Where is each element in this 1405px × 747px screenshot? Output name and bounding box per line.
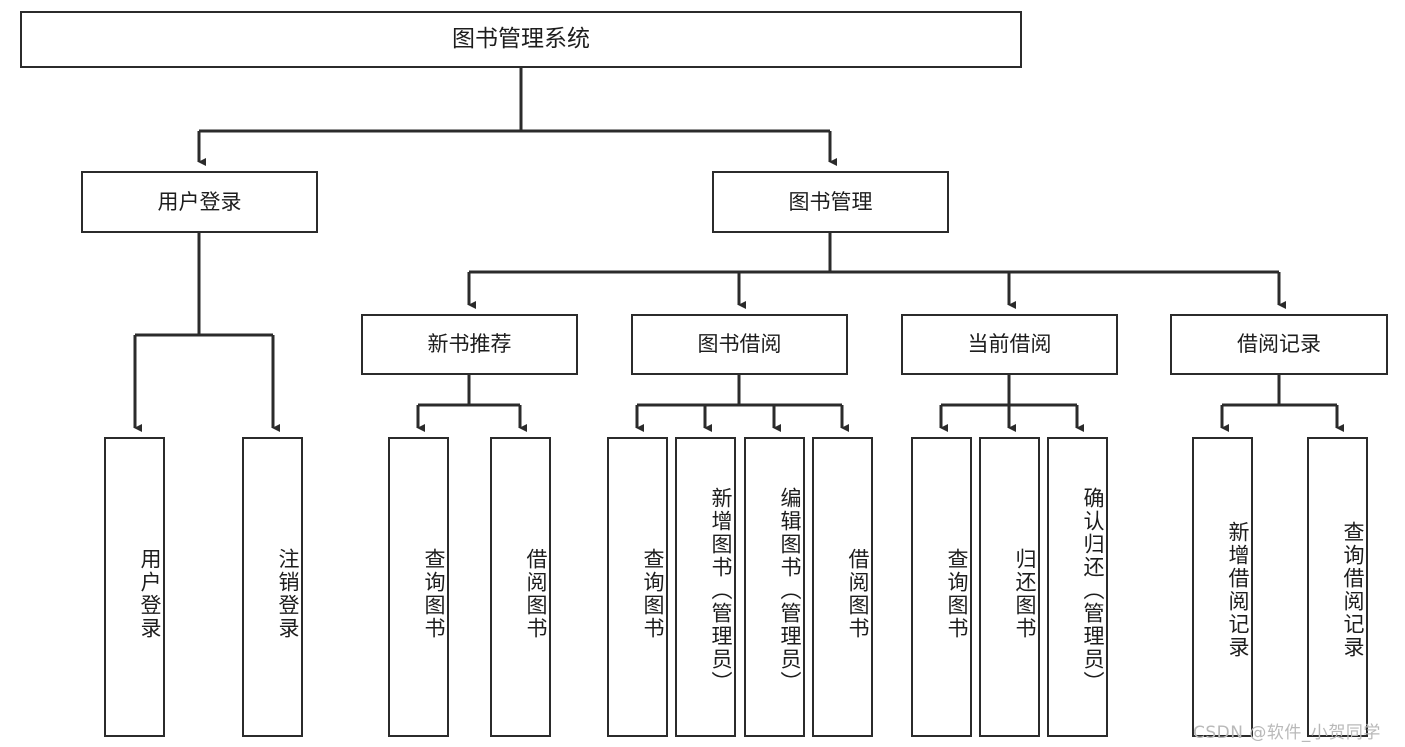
node-root-system[interactable]: 图书管理系统 [20,11,1022,68]
leaf-query-borrow-record[interactable]: 查询借阅记录 [1307,437,1368,737]
node-label: 图书管理系统 [452,25,590,52]
leaf-add-borrow-record[interactable]: 新增借阅记录 [1192,437,1253,737]
leaf-edit-book-admin[interactable]: 编辑图书（管理员） [744,437,805,737]
node-label: 用户登录 [157,189,242,214]
node-book-management[interactable]: 图书管理 [712,171,949,233]
node-borrow-records[interactable]: 借阅记录 [1170,314,1388,375]
leaf-borrow-books-recommend[interactable]: 借阅图书 [490,437,551,737]
leaf-confirm-return-admin[interactable]: 确认归还（管理员） [1047,437,1108,737]
node-new-book-recommend[interactable]: 新书推荐 [361,314,578,375]
node-label: 用户登录 [138,548,162,640]
node-user-login[interactable]: 用户登录 [81,171,318,233]
leaf-query-books-borrow[interactable]: 查询图书 [607,437,668,737]
node-label: 借阅图书 [524,548,548,640]
leaf-borrow-books[interactable]: 借阅图书 [812,437,873,737]
leaf-add-book-admin[interactable]: 新增图书（管理员） [675,437,736,737]
node-current-borrow[interactable]: 当前借阅 [901,314,1118,375]
node-label: 注销登录 [276,548,300,640]
node-label: 编辑图书（管理员） [778,486,802,694]
leaf-user-login[interactable]: 用户登录 [104,437,165,737]
node-label: 归还图书 [1013,548,1037,640]
node-label: 借阅记录 [1237,332,1321,357]
node-label: 查询借阅记录 [1341,521,1365,659]
node-label: 查询图书 [641,548,665,640]
node-label: 当前借阅 [967,332,1052,357]
node-label: 查询图书 [945,548,969,640]
leaf-query-books-current[interactable]: 查询图书 [911,437,972,737]
node-label: 新增图书（管理员） [709,486,733,694]
leaf-query-books-recommend[interactable]: 查询图书 [388,437,449,737]
leaf-logout[interactable]: 注销登录 [242,437,303,737]
csdn-watermark: CSDN @软件_小贺同学 [1193,723,1381,743]
node-label: 查询图书 [422,548,446,640]
node-label: 确认归还（管理员） [1081,486,1105,694]
node-label: 新书推荐 [427,332,512,357]
node-book-borrow[interactable]: 图书借阅 [631,314,848,375]
leaf-return-books[interactable]: 归还图书 [979,437,1040,737]
node-label: 新增借阅记录 [1226,521,1250,659]
node-label: 图书借阅 [697,332,782,357]
node-label: 借阅图书 [846,548,870,640]
node-label: 图书管理 [788,189,873,214]
